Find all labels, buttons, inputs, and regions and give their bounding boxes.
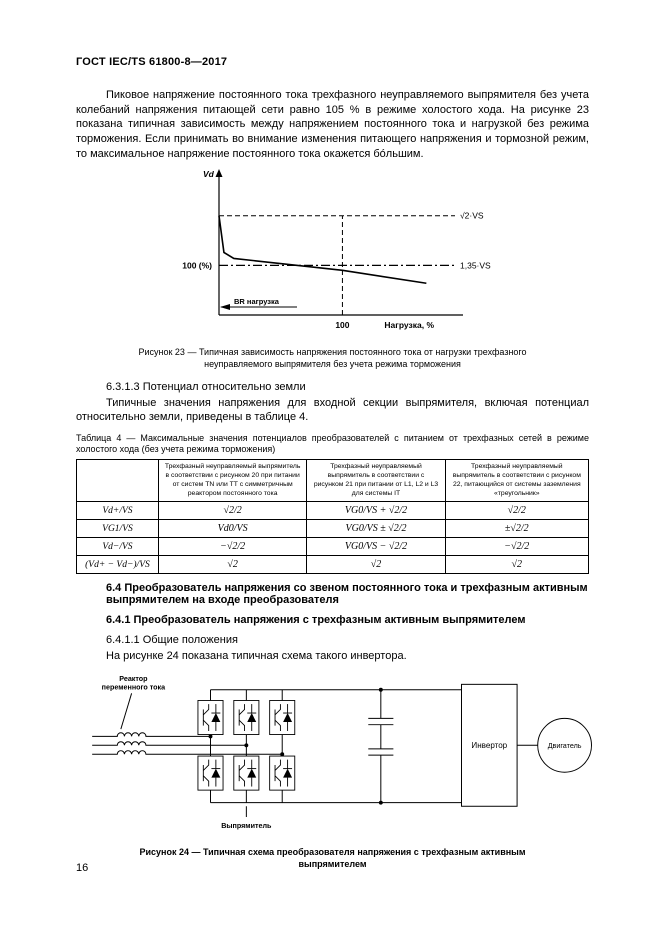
table-row: VG1/VS Vd0/VS VG0/VS ± √2/2 ±√2/2 [76,519,590,539]
svg-text:100 (%): 100 (%) [182,260,212,270]
table-header-cell: Трехфазный неуправляемый выпрямитель в с… [157,459,308,503]
reactor-label: Реактор [119,675,148,683]
document-header: ГОСТ IEC/TS 61800-8—2017 [76,56,228,68]
igbt-switch-icon [269,755,296,791]
table-cell: VG1/VS [76,519,159,539]
figure-23: Vd √2·VS 1,35·VS 100 (%) 100 Нагрузка, % BR на… [76,167,589,370]
svg-text:√2·VS: √2·VS [460,211,484,221]
heading-6-4-1-1: 6.4.1.1 Общие положения [106,634,238,647]
table-cell: −√2/2 [157,537,308,557]
rectifier-label: Выпрямитель [221,822,272,830]
phase-line [92,732,211,737]
heading-6-3-1-3: 6.3.1.3 Потенциал относительно земли [106,380,306,393]
table-cell: Vd−/VS [76,537,159,557]
figure-24: Реактор переменного тока Выпрямитель Инв… [76,670,592,870]
table-cell: VG0/VS + √2/2 [306,501,446,521]
paragraph-6-4-1-1: На рисунке 24 показана типичная схема та… [106,650,407,663]
igbt-switch-icon [233,700,260,736]
motor-circle [537,717,592,773]
figure-24-circuit-diagram: Реактор переменного тока Выпрямитель Инв… [92,675,592,830]
table-4: Трехфазный неуправляемый выпрямитель в с… [76,459,590,575]
table-cell: VG0/VS ± √2/2 [306,519,446,539]
table-4-title: Таблица 4 — Максимальные значения потенц… [76,432,589,455]
table-cell: √2/2 [444,501,590,521]
table-cell: Vd0/VS [157,519,308,539]
igbt-switch-icon [197,700,224,736]
table-cell: √2/2 [157,501,308,521]
figure-23-caption: Рисунок 23 — Типичная зависимость напряж… [138,347,527,369]
table-cell: √2 [157,555,308,575]
svg-text:Нагрузка, %: Нагрузка, % [384,320,434,330]
inverter-label: Инвертор [471,741,507,750]
motor-label: Двигатель [548,742,582,750]
page-number: 16 [76,862,89,874]
table-row: Vd−/VS −√2/2 VG0/VS − √2/2 −√2/2 [76,537,590,557]
table-cell: √2 [306,555,446,575]
table-cell: −√2/2 [444,537,590,557]
table-cell: Vd+/VS [76,501,159,521]
table-header-cell [76,459,159,503]
reactor-label: переменного тока [102,684,166,692]
table-cell: √2 [444,555,590,575]
phase-line [92,741,247,746]
table-header-row: Трехфазный неуправляемый выпрямитель в с… [76,459,590,503]
igbt-switch-icon [269,700,296,736]
heading-6-4-1: 6.4.1 Преобразователь напряжения с трехф… [106,614,526,627]
table-row: (Vd+ − Vd−)/VS √2 √2 √2 [76,555,590,575]
table-row: Vd+/VS √2/2 VG0/VS + √2/2 √2/2 [76,501,590,521]
table-cell: (Vd+ − Vd−)/VS [76,555,159,575]
svg-text:100: 100 [335,320,349,330]
svg-text:1,35·VS: 1,35·VS [460,260,491,270]
figure-24-caption: Рисунок 24 — Типичная схема преобразоват… [139,846,526,869]
igbt-switch-icon [197,755,224,791]
figure-23-chart: Vd √2·VS 1,35·VS 100 (%) 100 Нагрузка, % BR на… [182,169,491,330]
intro-paragraph: Пиковое напряжение постоянного тока трех… [76,89,589,160]
table-header-cell: Трехфазный неуправляемый выпрямитель в с… [444,459,590,503]
paragraph-6-3-1-3: Типичные значения напряжения для входной… [76,396,589,424]
junction-dots [208,687,383,805]
heading-6-4: 6.4 Преобразователь напряжения со звеном… [106,582,588,607]
table-cell: ±√2/2 [444,519,590,539]
table-cell: VG0/VS − √2/2 [306,537,446,557]
table-header-cell: Трехфазный неуправляемый выпрямитель в с… [306,459,446,503]
svg-text:Vd: Vd [203,169,215,179]
igbt-switch-icon [233,755,260,791]
phase-line [92,750,283,755]
svg-text:BR нагрузка: BR нагрузка [234,297,280,306]
circuit-wiring [92,683,592,818]
